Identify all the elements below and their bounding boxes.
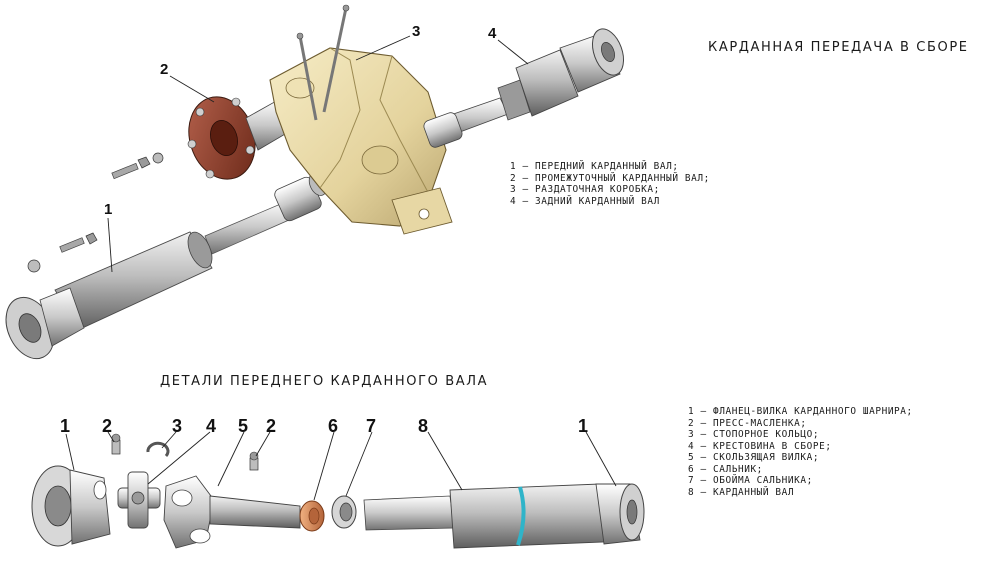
details-callout-8: 8 <box>418 416 428 436</box>
bolts-and-nuts <box>27 152 164 273</box>
details-callout-5: 5 <box>238 416 248 436</box>
grease-nipple-2 <box>249 451 259 471</box>
details-legend-item-5: 5 – СКОЛЬЗЯЩАЯ ВИЛКА; <box>688 452 820 463</box>
details-legend-item-6: 6 – САЛЬНИК; <box>688 463 763 475</box>
details-leader-lines <box>65 431 617 501</box>
flange-yoke-left <box>31 465 111 547</box>
cross-spider <box>117 471 161 529</box>
details-callout-1-right: 1 <box>578 416 588 436</box>
front-cardan-shaft <box>5 172 328 360</box>
details-legend-item-8: 8 – КАРДАННЫЙ ВАЛ <box>688 486 795 498</box>
assembly-legend-item-1: 1 – ПЕРЕДНИЙ КАРДАННЫЙ ВАЛ; <box>510 161 679 172</box>
details-legend-item-1: 1 – ФЛАНЕЦ-ВИЛКА КАРДАННОГО ШАРНИРА; <box>688 406 913 417</box>
details-legend-item-3: 3 – СТОПОРНОЕ КОЛЬЦО; <box>688 429 820 440</box>
assembly-legend-item-2: 2 – ПРОМЕЖУТОЧНЫЙ КАРДАННЫЙ ВАЛ; <box>510 172 710 184</box>
details-callout-2-right: 2 <box>266 416 276 436</box>
details-legend-item-2: 2 – ПРЕСС-МАСЛЕНКА; <box>688 417 807 429</box>
grease-nipple-1 <box>111 433 121 455</box>
assembly-callout-3: 3 <box>412 23 420 40</box>
rear-cardan-shaft <box>423 28 625 148</box>
assembly-leader-lines <box>107 35 529 273</box>
details-title: ДЕТАЛИ ПЕРЕДНЕГО КАРДАННОГО ВАЛА <box>160 374 489 389</box>
details-legend: 1 – ФЛАНЕЦ-ВИЛКА КАРДАННОГО ШАРНИРА; 2 –… <box>688 406 913 498</box>
details-callout-3: 3 <box>172 416 182 436</box>
seal-retainer <box>331 495 357 529</box>
assembly-callout-1: 1 <box>104 201 112 218</box>
assembly-callout-2: 2 <box>160 61 168 78</box>
details-callout-1-left: 1 <box>60 416 70 436</box>
assembly-legend-item-3: 3 – РАЗДАТОЧНАЯ КОРОБКА; <box>510 184 660 195</box>
slip-yoke <box>163 475 301 549</box>
assembly-legend: 1 – ПЕРЕДНИЙ КАРДАННЫЙ ВАЛ; 2 – ПРОМЕЖУТ… <box>510 161 710 207</box>
details-callout-4: 4 <box>206 416 216 436</box>
assembly-title: КАРДАННАЯ ПЕРЕДАЧА В СБОРЕ <box>708 40 969 55</box>
details-callout-7: 7 <box>366 416 376 436</box>
oil-seal <box>299 500 325 532</box>
details-callout-6: 6 <box>328 416 338 436</box>
details-callout-2-left: 2 <box>102 416 112 436</box>
transfer-case <box>269 4 453 235</box>
assembly-legend-item-4: 4 – ЗАДНИЙ КАРДАННЫЙ ВАЛ <box>510 195 660 207</box>
cardan-shaft-tube <box>363 483 645 549</box>
details-legend-item-4: 4 – КРЕСТОВИНА В СБОРЕ; <box>688 440 832 452</box>
details-legend-item-7: 7 – ОБОЙМА САЛЬНИКА; <box>688 475 813 486</box>
retaining-ring <box>146 441 170 458</box>
assembly-callout-4: 4 <box>488 25 497 42</box>
